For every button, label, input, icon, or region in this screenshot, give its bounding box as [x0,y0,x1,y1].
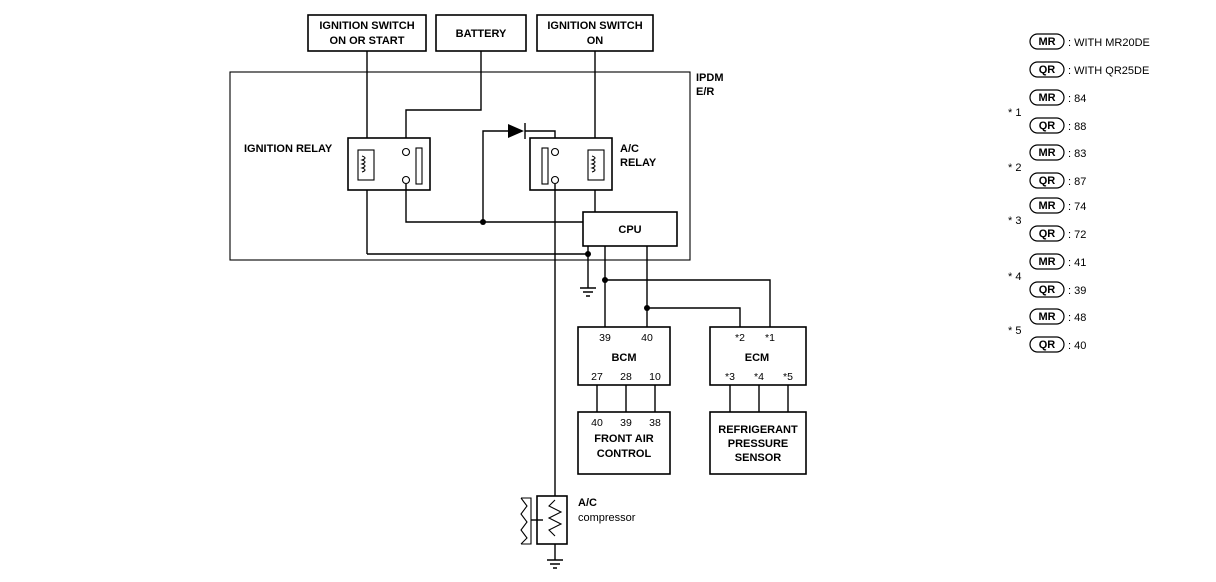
svg-text:* 5: * 5 [1008,325,1021,337]
ipdm-label-line2: E/R [696,86,714,98]
ignition-switch-on-line1: IGNITION SWITCH [547,20,642,32]
ecm-pin-2: *2 [735,332,745,344]
battery-box: BATTERY [435,14,527,52]
fac-pin-39: 39 [620,417,632,429]
svg-text:MR: MR [1038,200,1055,212]
svg-text:QR: QR [1039,228,1056,240]
wire-can-h [604,246,771,328]
ignition-switch-on-start-box: IGNITION SWITCH ON OR START [307,14,427,52]
svg-text:: 84: : 84 [1068,93,1086,105]
bcm-pin-40: 40 [641,332,653,344]
ecm-pin-5: *5 [783,371,793,383]
svg-text:: 41: : 41 [1068,257,1086,269]
svg-text:QR: QR [1039,175,1056,187]
svg-text:: WITH MR20DE: : WITH MR20DE [1068,37,1150,49]
diode-icon [482,123,556,222]
svg-text:* 1: * 1 [1008,107,1021,119]
legend-note-1: * 1 MR : 84 QR : 88 [1008,89,1086,134]
compressor-clutch-icon [520,497,532,545]
compressor-ground-icon [547,559,563,569]
svg-text:QR: QR [1039,339,1056,351]
bcm-pin-28: 28 [620,371,632,383]
svg-text:MR: MR [1038,36,1055,48]
legend: MR : WITH MR20DE QR : WITH QR25DE * 1 MR… [1008,33,1150,353]
sensor-label-line3: SENSOR [735,452,782,464]
ecm-pin-1: *1 [765,332,775,344]
ignition-switch-on-box: IGNITION SWITCH ON [536,14,654,52]
svg-text:MR: MR [1038,147,1055,159]
svg-text:: 88: : 88 [1068,121,1086,133]
fac-label-line1: FRONT AIR [594,433,654,445]
svg-text:MR: MR [1038,256,1055,268]
legend-note-3: * 3 MR : 74 QR : 72 [1008,197,1086,242]
svg-text:QR: QR [1039,120,1056,132]
wire-can-l [646,246,741,328]
ecm-pin-3: *3 [725,371,735,383]
fac-pin-38: 38 [649,417,661,429]
svg-text:QR: QR [1039,64,1056,76]
svg-text:: 72: : 72 [1068,229,1086,241]
svg-text:QR: QR [1039,284,1056,296]
refrigerant-pressure-sensor-box: REFRIGERANT PRESSURE SENSOR [709,411,807,475]
legend-qr: QR : WITH QR25DE [1029,61,1149,78]
ac-relay: A/C RELAY [529,137,657,191]
fac-label-line2: CONTROL [597,448,652,460]
svg-text:: 87: : 87 [1068,176,1086,188]
wire-ign-relay-out [405,184,583,223]
ac-compressor: A/C compressor [520,495,636,569]
ac-relay-label-line1: A/C [620,143,639,155]
fac-pin-40: 40 [591,417,603,429]
bcm-label: BCM [611,352,636,364]
svg-text:: 39: : 39 [1068,285,1086,297]
ground-icon [580,287,596,297]
svg-text:* 3: * 3 [1008,215,1021,227]
svg-text:* 2: * 2 [1008,162,1021,174]
front-air-control-box: 40 39 38 FRONT AIR CONTROL [577,411,671,475]
battery-label: BATTERY [456,28,507,40]
svg-text:MR: MR [1038,311,1055,323]
legend-mr: MR : WITH MR20DE [1029,33,1150,50]
svg-text:: WITH QR25DE: : WITH QR25DE [1068,65,1149,77]
ignition-switch-on-start-line2: ON OR START [330,35,405,47]
svg-text:: 83: : 83 [1068,148,1086,160]
wire-battery [405,51,482,150]
compressor-label-line2: compressor [578,512,636,524]
ecm-label: ECM [745,352,769,364]
svg-text:: 48: : 48 [1068,312,1086,324]
wire-bcm-fac [596,385,656,412]
bcm-pin-39: 39 [599,332,611,344]
svg-text:MR: MR [1038,92,1055,104]
compressor-coil-icon [547,499,563,537]
ac-relay-coil-icon [590,155,596,173]
ac-relay-label-line2: RELAY [620,157,657,169]
ignition-switch-on-start-line1: IGNITION SWITCH [319,20,414,32]
ignition-relay: IGNITION RELAY [244,137,431,191]
cpu-label: CPU [618,224,641,236]
ignition-relay-coil-icon [360,155,366,173]
ipdm-er-box: IPDM E/R [229,71,724,261]
cpu-box: CPU [582,211,678,247]
svg-text:: 40: : 40 [1068,340,1086,352]
sensor-label-line1: REFRIGERANT [718,424,798,436]
legend-note-2: * 2 MR : 83 QR : 87 [1008,144,1086,189]
compressor-label-line1: A/C [578,497,597,509]
bcm-box: 39 40 BCM 27 28 10 [577,326,671,386]
legend-note-4: * 4 MR : 41 QR : 39 [1008,253,1086,298]
wire-ecm-sensor [729,385,789,412]
ignition-switch-on-line2: ON [587,35,604,47]
ignition-relay-label: IGNITION RELAY [244,143,333,155]
sensor-label-line2: PRESSURE [728,438,789,450]
bcm-pin-27: 27 [591,371,603,383]
ipdm-label-line1: IPDM [696,72,724,84]
ecm-pin-4: *4 [754,371,764,383]
svg-text:: 74: : 74 [1068,201,1086,213]
ecm-box: *2 *1 ECM *3 *4 *5 [709,326,807,386]
svg-text:* 4: * 4 [1008,271,1021,283]
legend-note-5: * 5 MR : 48 QR : 40 [1008,308,1086,353]
bcm-pin-10: 10 [649,371,661,383]
